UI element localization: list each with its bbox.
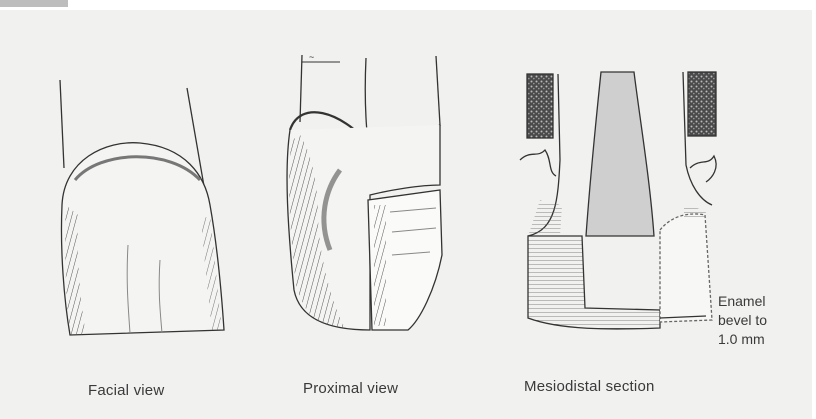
proximal-prep-wall xyxy=(374,205,386,326)
proximal-view-tooth: ~ xyxy=(287,52,442,330)
caption-proximal-view: Proximal view xyxy=(303,380,398,397)
svg-text:~: ~ xyxy=(309,52,314,62)
facial-view-tooth xyxy=(60,80,224,335)
restoration-area xyxy=(660,214,712,322)
proximal-root-left-line xyxy=(300,55,302,122)
annotation-line-2: bevel to xyxy=(718,311,767,330)
u-shaped-dentin xyxy=(528,236,660,329)
facial-root-left-line xyxy=(60,80,64,168)
annotation-line-3: 1.0 mm xyxy=(718,330,767,349)
left-bone-column xyxy=(527,74,553,138)
right-gingiva xyxy=(690,156,716,182)
central-post xyxy=(586,72,654,236)
mesiodistal-section xyxy=(520,72,716,329)
caption-facial-view: Facial view xyxy=(88,382,164,399)
left-gingiva xyxy=(520,150,556,176)
right-bone-column xyxy=(688,72,716,136)
left-dentin-upper xyxy=(528,200,562,236)
annotation-line-1: Enamel xyxy=(718,292,767,311)
bevel-annotation: Enamel bevel to 1.0 mm xyxy=(718,292,767,349)
caption-mesiodistal-section: Mesiodistal section xyxy=(524,378,655,395)
right-border xyxy=(812,0,816,419)
proximal-root-right-line xyxy=(436,56,440,125)
right-dentin-upper xyxy=(684,205,706,220)
